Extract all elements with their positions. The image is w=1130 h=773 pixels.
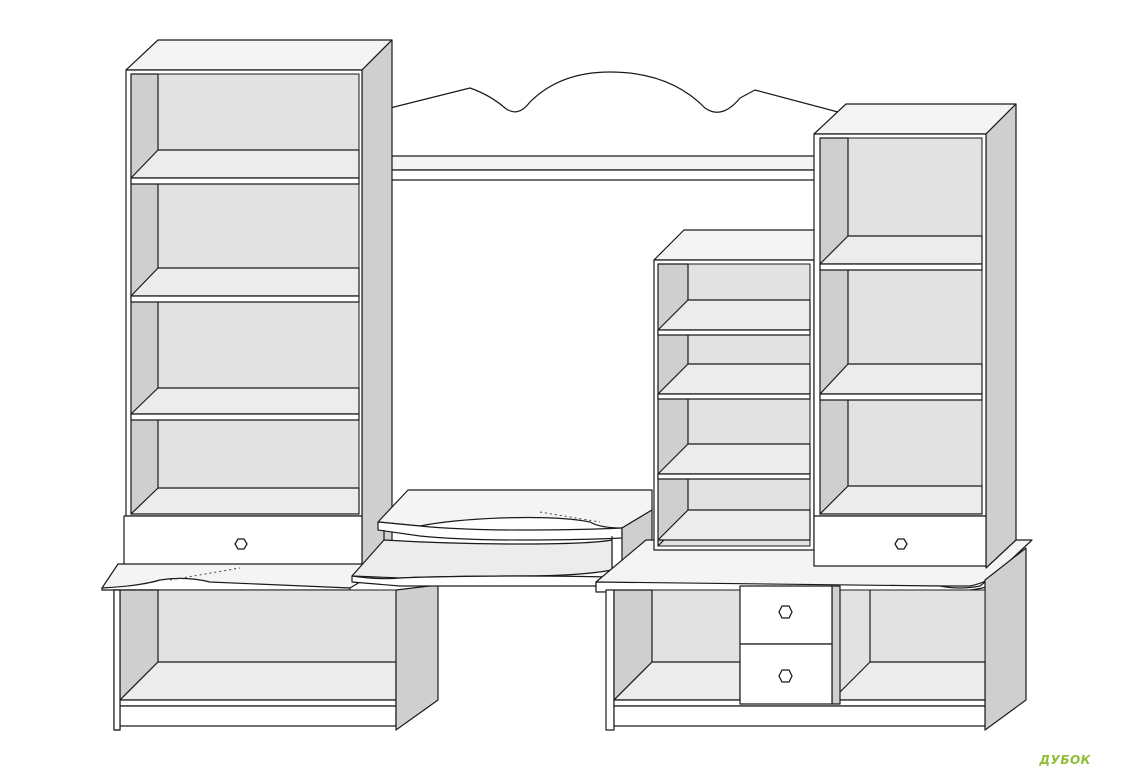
hexagon-knob-icon (894, 538, 908, 550)
hexagon-knob-icon (778, 669, 793, 683)
top-arched-shelf (371, 71, 841, 181)
left-desk (101, 563, 439, 731)
middle-tv-shelf (351, 489, 653, 587)
brand-watermark: ДУБОК (1039, 753, 1116, 767)
hexagon-knob-icon (234, 538, 248, 550)
tall-left-bookcase (123, 39, 393, 569)
short-bookcase (653, 229, 817, 551)
right-desk (595, 539, 1033, 731)
brand-name: ДУБОК (1039, 753, 1091, 767)
hexagon-knob-icon (778, 605, 793, 619)
tall-right-bookcase (813, 103, 1017, 569)
